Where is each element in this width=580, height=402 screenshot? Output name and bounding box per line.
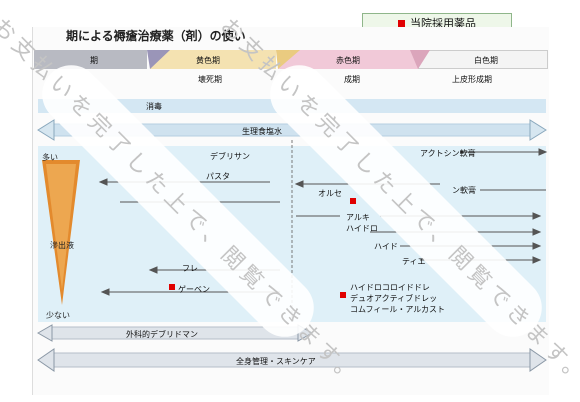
phase-transition-1 [147,50,170,69]
row-label-fure: フレ [182,264,198,273]
red-square-icon [398,19,405,27]
exudate-few: 少ない [46,311,70,320]
phase-label-black: 期 [90,56,98,65]
red-square-icon [340,292,346,298]
phase-band-black [34,50,147,69]
page-title: 期による褥瘡治療薬（剤）の使い [66,29,246,43]
phase-label-red: 赤色期 [336,56,360,65]
phase-label-yellow: 黄色期 [196,56,220,65]
exudate-label: 滲出液 [50,241,74,250]
row-label-duoactive: デュオアクティブドレッ [350,294,438,303]
red-square-icon [169,284,175,290]
exudate-many: 多い [42,153,58,162]
row-label-orsen: オルセ [318,189,342,198]
stage-label-formation: 成期 [344,75,360,84]
phase-label-white: 白色期 [474,56,498,65]
stage-label-epithelial: 上皮形成期 [452,75,492,84]
row-label-paste: パスタ [206,172,230,181]
legend-label: 当院採用薬品 [410,17,476,30]
row-label-alki: アルキ [346,213,370,222]
row-label-tiye: ティエ [402,257,426,266]
phase-band-red [278,50,424,69]
phase-band-yellow [150,50,276,69]
row-label-hydro2: ハイド [374,242,398,251]
row-label-comfeel: コムフィール・アルカスト [350,305,446,314]
phase-transition-2 [276,50,300,69]
saline-arrow [37,119,547,141]
general-arrow [37,348,547,372]
surgical-arrow [36,324,314,342]
stage-label-necrosis: 壊死期 [198,75,222,84]
row-label-saline: 生理食塩水 [242,127,282,136]
row-label-debrisan: デブリサン [210,152,250,161]
phase-transition-3 [410,50,430,69]
row-label-disinfect: 消毒 [146,102,162,111]
red-square-icon [350,198,356,204]
row-label-general: 全身管理・スキンケア [236,357,316,366]
row-label-surgical: 外科的デブリドマン [126,330,198,339]
row-label-hydrocolloid: ハイドロコロイドドレ [350,283,430,292]
row-label-hydro1: ハイドロ [346,224,378,233]
row-label-acticin: アクトシン軟膏 [420,149,476,158]
row-label-ointment: ン軟膏 [452,186,476,195]
row-label-gauze: ゲーベン [178,285,210,294]
